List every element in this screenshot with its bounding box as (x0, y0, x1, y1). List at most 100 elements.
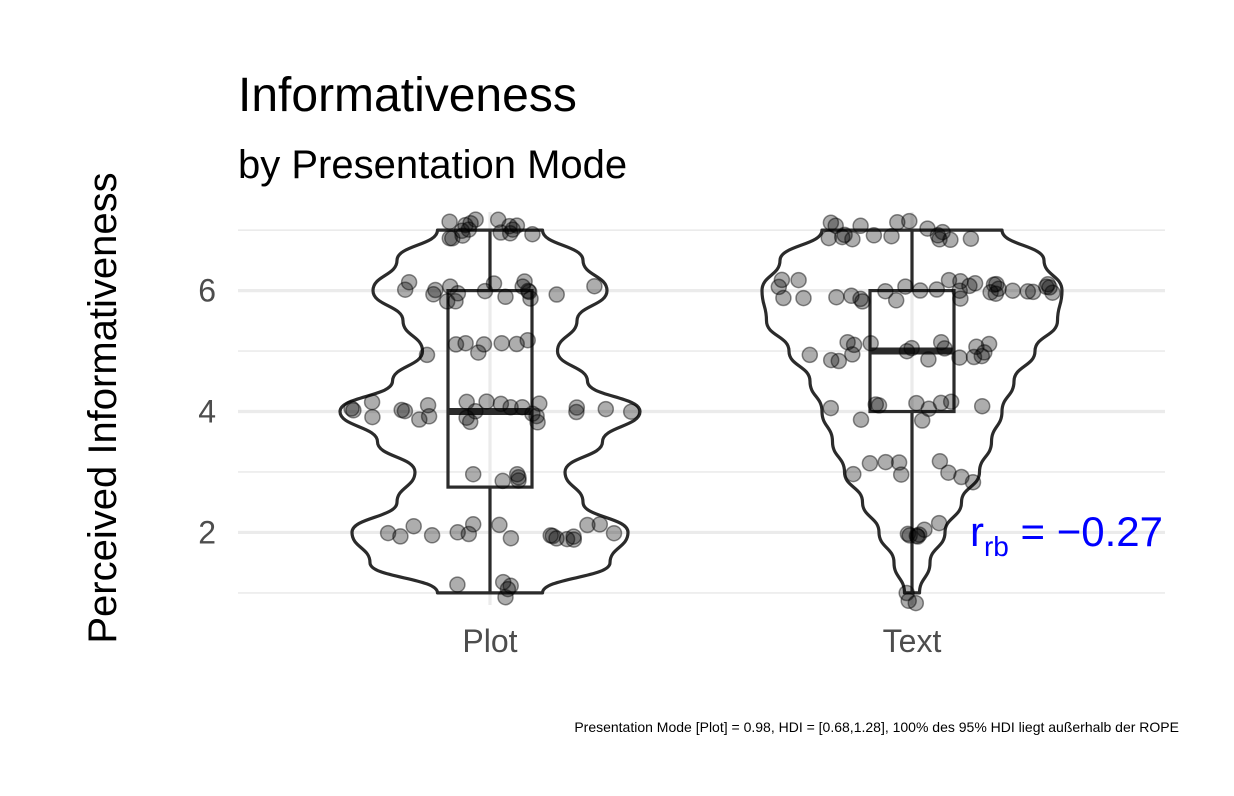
data-point (510, 472, 527, 489)
data-point (887, 292, 905, 309)
data-point (890, 454, 908, 471)
data-point (877, 282, 894, 300)
chart-subtitle: by Presentation Mode (238, 143, 627, 187)
data-point (936, 340, 953, 357)
data-point (968, 338, 985, 356)
data-point (514, 278, 531, 295)
data-point (462, 214, 479, 232)
data-point (475, 336, 493, 353)
data-point (843, 287, 860, 305)
data-point (520, 283, 538, 301)
data-point (1004, 282, 1021, 299)
data-point (822, 351, 840, 369)
data-point (457, 334, 474, 352)
data-point (985, 276, 1003, 293)
data-point (889, 214, 906, 231)
data-point (870, 397, 888, 414)
data-point (453, 222, 471, 240)
data-point (441, 229, 459, 247)
data-point (460, 221, 478, 238)
data-point (447, 336, 465, 353)
data-point (827, 217, 844, 234)
data-point (901, 527, 918, 544)
data-point (591, 516, 609, 533)
data-point (467, 211, 484, 228)
data-point (423, 527, 441, 544)
data-point (931, 231, 948, 248)
data-point (519, 282, 537, 300)
data-point (548, 530, 565, 547)
data-point (900, 592, 917, 610)
data-point (494, 472, 511, 490)
data-point (411, 411, 428, 428)
data-point (852, 217, 869, 235)
effect-size-annotation: rrb = −0.27 (970, 508, 1163, 562)
data-point (379, 524, 397, 542)
data-points (343, 211, 1061, 612)
data-point (405, 517, 422, 535)
data-point (528, 407, 545, 425)
data-point (502, 529, 520, 547)
data-point (461, 413, 479, 431)
data-point (548, 286, 565, 303)
data-point (516, 273, 533, 290)
data-point (464, 516, 482, 533)
data-point (419, 396, 437, 414)
x-tick-label: Plot (462, 623, 517, 659)
data-point (497, 588, 514, 606)
data-point (862, 335, 879, 352)
data-point (973, 347, 991, 365)
data-point (901, 212, 918, 230)
data-point (953, 468, 970, 486)
data-point (438, 293, 456, 310)
data-point (920, 400, 938, 418)
data-point (966, 275, 984, 292)
data-point (867, 396, 885, 413)
data-point (441, 278, 459, 295)
data-point (961, 277, 978, 295)
data-point (830, 352, 848, 370)
data-point (420, 408, 438, 425)
data-point (396, 402, 414, 420)
data-point (622, 403, 640, 420)
data-point (568, 399, 586, 416)
data-point (491, 516, 508, 534)
data-point (524, 225, 541, 243)
data-point (987, 285, 1005, 302)
data-point (877, 453, 894, 471)
data-point (501, 217, 518, 235)
data-point (942, 393, 960, 410)
data-point (529, 414, 546, 431)
boxplots (446, 230, 956, 593)
data-point (501, 225, 519, 242)
data-point (1044, 284, 1061, 301)
data-point (980, 335, 998, 353)
data-point (822, 214, 840, 231)
data-point (449, 285, 467, 302)
data-point (1038, 278, 1055, 296)
data-point (447, 293, 464, 310)
data-point (425, 286, 442, 303)
data-point (454, 227, 471, 244)
data-point (897, 278, 914, 295)
data-point (476, 282, 494, 300)
data-point (913, 412, 931, 429)
data-point (883, 227, 900, 245)
data-point (908, 394, 925, 412)
data-point (836, 226, 853, 244)
data-point (916, 521, 933, 538)
data-point (865, 227, 883, 244)
y-tick-labels: 246 (198, 273, 216, 551)
data-point (822, 399, 840, 417)
data-point (930, 514, 948, 532)
data-point (343, 400, 360, 417)
data-point (990, 280, 1007, 297)
data-point (962, 230, 980, 247)
annotation-value: = −0.27 (1009, 508, 1163, 555)
violin-plot (338, 228, 642, 595)
data-point (898, 584, 915, 602)
data-point (504, 221, 521, 238)
data-point (898, 342, 916, 360)
data-point (449, 576, 466, 593)
